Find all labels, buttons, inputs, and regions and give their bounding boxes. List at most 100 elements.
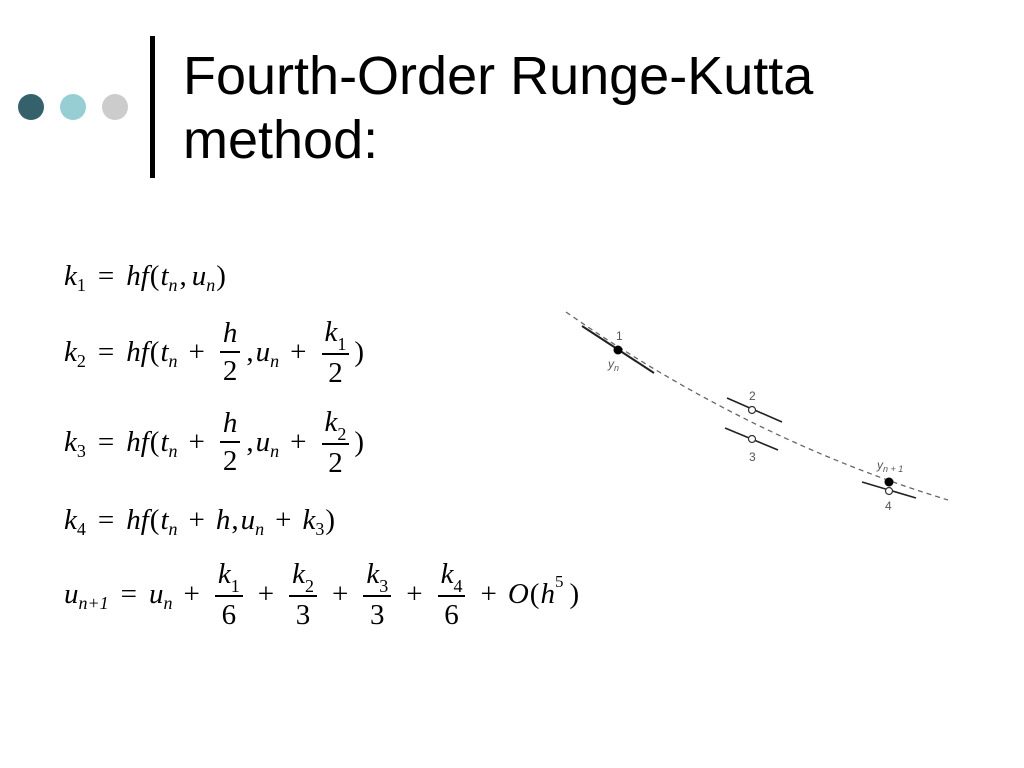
fraction-bar bbox=[363, 594, 392, 597]
slide-title-line2: method: bbox=[183, 110, 379, 170]
fraction-bar bbox=[214, 594, 243, 597]
op: = bbox=[120, 577, 138, 610]
dot-light-teal bbox=[60, 94, 86, 120]
paren: ) bbox=[325, 503, 336, 536]
fraction-bar bbox=[219, 441, 241, 443]
op: = bbox=[97, 259, 115, 292]
op: + bbox=[480, 577, 497, 610]
label-yn-base: y bbox=[607, 357, 615, 371]
comma: , bbox=[179, 259, 187, 292]
sub: n+1 bbox=[78, 592, 109, 613]
label-yn: yn bbox=[607, 357, 619, 373]
op: = bbox=[97, 425, 115, 458]
denominator: 6 bbox=[221, 598, 237, 631]
denominator: 3 bbox=[370, 598, 385, 631]
point-2 bbox=[747, 405, 757, 415]
sub: 2 bbox=[304, 575, 314, 596]
var-hf: hf bbox=[126, 425, 149, 458]
denominator: 2 bbox=[328, 446, 343, 479]
op: + bbox=[188, 335, 205, 368]
label-1: 1 bbox=[616, 329, 623, 343]
paren: ) bbox=[354, 335, 365, 368]
label-3: 3 bbox=[749, 450, 756, 464]
fraction-bar bbox=[321, 442, 350, 445]
op: + bbox=[275, 503, 292, 536]
numerator: k4 bbox=[438, 556, 466, 596]
op: + bbox=[290, 425, 307, 458]
var-u: u bbox=[64, 577, 79, 610]
var-k: k bbox=[217, 557, 231, 590]
sub: 4 bbox=[453, 575, 463, 596]
paren: ( bbox=[149, 425, 160, 458]
sub: n bbox=[206, 274, 216, 295]
var-k: k bbox=[324, 315, 338, 348]
paren: ) bbox=[354, 425, 365, 458]
var-u: u bbox=[255, 425, 271, 458]
var-k: k bbox=[366, 557, 380, 590]
op: = bbox=[97, 335, 115, 368]
paren: ( bbox=[149, 335, 160, 368]
op: + bbox=[257, 577, 275, 610]
label-yn1: yn + 1 bbox=[876, 458, 903, 474]
op: + bbox=[183, 577, 200, 610]
var-h: h bbox=[540, 577, 555, 610]
numerator: k2 bbox=[322, 404, 350, 444]
sub: n bbox=[168, 274, 178, 295]
sub: 3 bbox=[76, 440, 86, 461]
denominator: 2 bbox=[222, 445, 238, 477]
op: + bbox=[290, 335, 307, 368]
sub: 3 bbox=[315, 518, 325, 539]
sub: n bbox=[270, 350, 280, 371]
sub: 1 bbox=[76, 274, 86, 295]
slide-title-line1: Fourth-Order Runge-Kutta bbox=[183, 46, 814, 106]
sub: n bbox=[168, 518, 178, 539]
sub: 4 bbox=[76, 518, 86, 539]
var-O: O bbox=[507, 577, 529, 610]
sub: n bbox=[270, 440, 280, 461]
var-k: k bbox=[64, 259, 77, 292]
solution-curve bbox=[565, 311, 949, 501]
var-k: k bbox=[292, 557, 305, 590]
op: + bbox=[406, 577, 423, 610]
slide-title: Fourth-Order Runge-Kutta method: bbox=[183, 44, 813, 172]
var-k: k bbox=[324, 405, 338, 438]
var-hf: hf bbox=[126, 259, 149, 292]
label-yn-sub: n bbox=[614, 363, 619, 373]
var-h: h bbox=[215, 503, 231, 536]
sub: 3 bbox=[379, 575, 389, 596]
denominator: 3 bbox=[295, 598, 311, 631]
superscript: 5 bbox=[554, 572, 564, 591]
comma: , bbox=[231, 503, 239, 536]
numerator: k1 bbox=[215, 556, 243, 596]
fraction-bar bbox=[289, 594, 317, 597]
paren: ( bbox=[529, 577, 540, 610]
op: = bbox=[97, 503, 115, 536]
sub: 1 bbox=[337, 333, 347, 354]
sub: 2 bbox=[337, 423, 347, 444]
var-t: t bbox=[160, 425, 169, 458]
fraction-bar bbox=[321, 352, 350, 355]
label-2: 2 bbox=[749, 389, 756, 403]
paren: ( bbox=[149, 503, 160, 536]
op: + bbox=[331, 577, 349, 610]
fraction-bar bbox=[437, 594, 466, 597]
denominator: 2 bbox=[328, 356, 343, 389]
numerator: h bbox=[222, 407, 238, 439]
paren: ( bbox=[149, 259, 160, 292]
paren: ) bbox=[569, 577, 580, 610]
label-yn1-sub: n + 1 bbox=[883, 464, 903, 474]
dot-dark bbox=[18, 94, 44, 120]
var-t: t bbox=[160, 259, 169, 292]
comma: , bbox=[246, 335, 254, 368]
var-u: u bbox=[255, 335, 271, 368]
point-4 bbox=[884, 486, 894, 496]
var-t: t bbox=[160, 335, 169, 368]
